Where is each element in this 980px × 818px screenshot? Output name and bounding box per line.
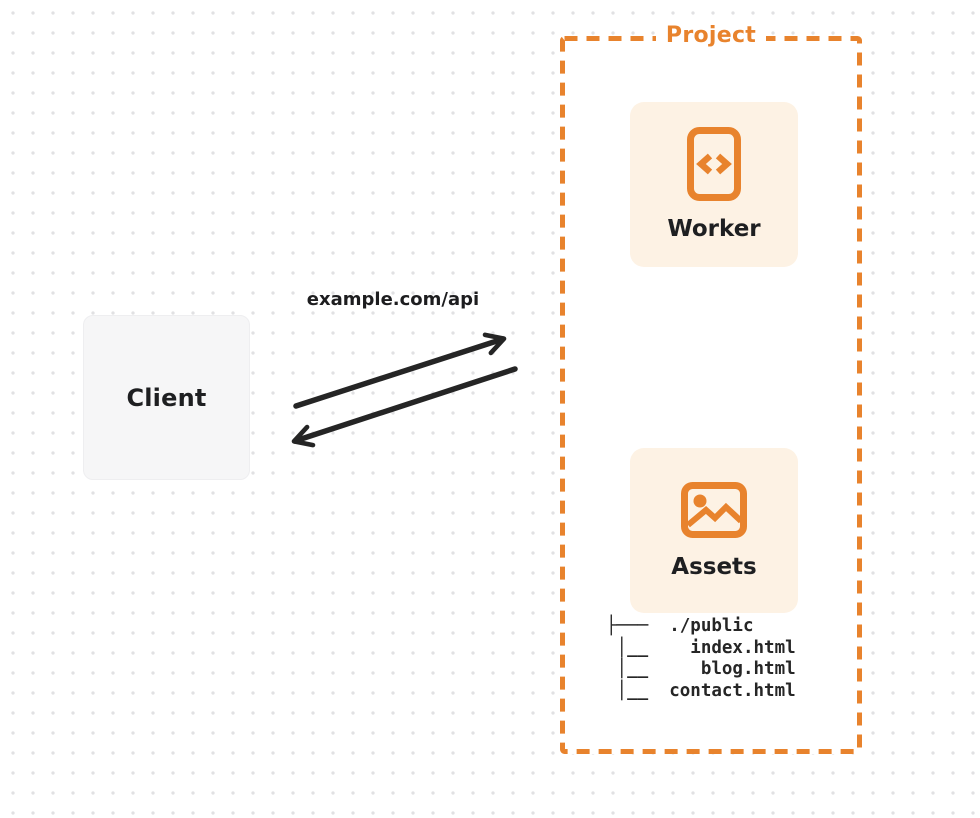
worker-label: Worker <box>667 216 761 242</box>
project-dashed-border <box>560 36 862 754</box>
request-url-label: example.com/api <box>306 289 480 310</box>
client-node: Client <box>83 315 250 480</box>
project-title: Project <box>655 23 767 49</box>
image-icon <box>681 481 747 538</box>
request-arrow <box>293 332 507 409</box>
worker-node: Worker <box>630 102 798 267</box>
assets-file-tree: ├─── ./public │__ index.html │__ blog.ht… <box>606 616 796 701</box>
project-container: Project Worker Assets <box>560 23 862 754</box>
code-document-icon <box>687 127 741 201</box>
response-arrow <box>291 366 518 448</box>
assets-node: Assets <box>630 448 798 613</box>
assets-label: Assets <box>671 553 757 580</box>
client-label: Client <box>126 383 207 412</box>
